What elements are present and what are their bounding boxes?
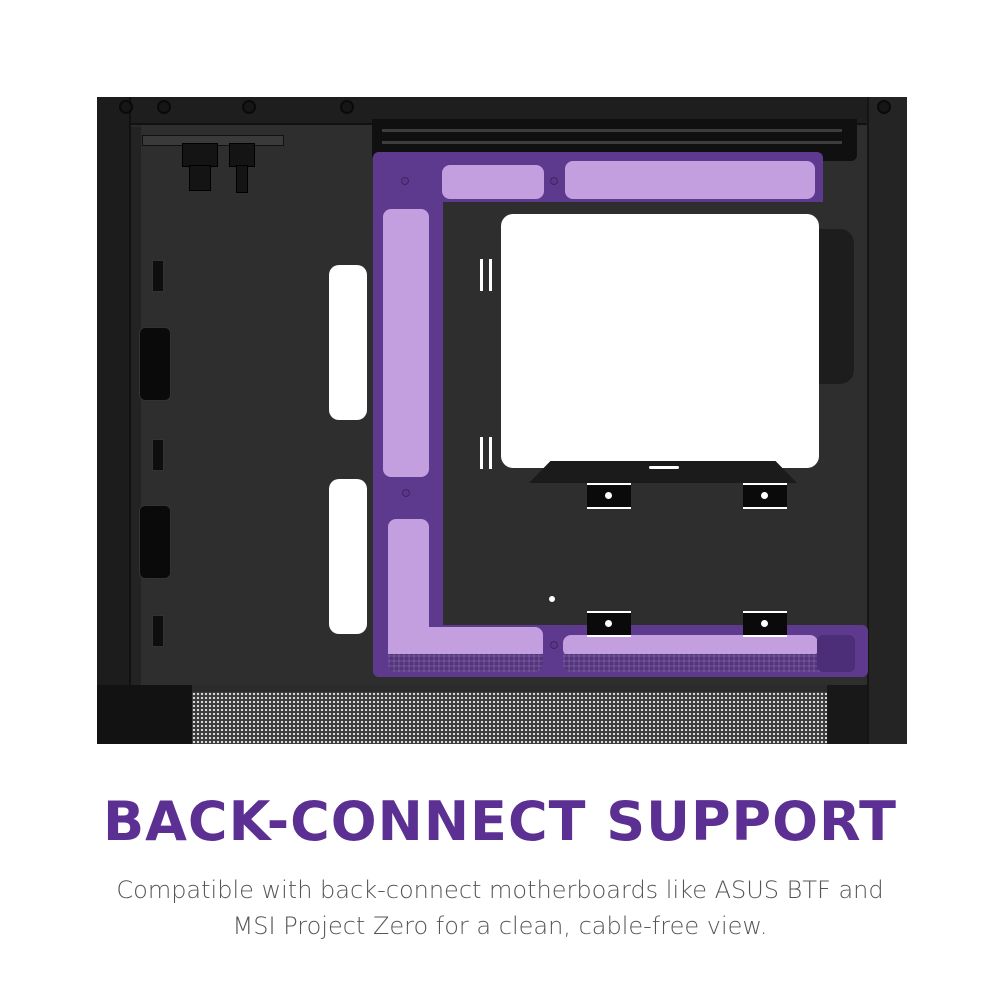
mount-hole <box>401 177 409 185</box>
case-bottom-right <box>827 685 867 744</box>
screw-icon <box>119 100 133 114</box>
motherboard-cutout <box>501 214 819 468</box>
tray-cover-pad <box>565 161 815 199</box>
power-connector-icon <box>189 165 211 191</box>
button-connector-icon <box>236 165 248 193</box>
ledge-marker <box>649 466 679 469</box>
cable-grommet-slot <box>139 327 171 401</box>
feature-description: Compatible with back-connect motherboard… <box>0 872 1000 944</box>
mount-hole <box>550 177 558 185</box>
tie-point-slot <box>152 260 164 292</box>
tray-cover-pad <box>388 627 543 657</box>
cable-cutout <box>329 265 367 420</box>
tray-vent-grid <box>563 654 853 672</box>
gpu-standoff <box>743 611 787 637</box>
tray-corner-shadow <box>817 635 855 672</box>
motherboard-ledge <box>529 461 797 483</box>
screw-icon <box>877 100 891 114</box>
product-render-pc-case <box>97 97 907 744</box>
case-right-frame <box>867 97 907 744</box>
case-bottom-left <box>97 685 192 744</box>
gpu-standoff <box>587 611 631 637</box>
tray-cover-pad <box>563 635 818 657</box>
button-connector-icon <box>229 143 255 167</box>
tie-point-slot <box>152 439 164 471</box>
tie-clip <box>480 259 483 291</box>
mount-hole <box>402 489 410 497</box>
psu-shroud-mesh <box>192 692 827 744</box>
tie-clip <box>480 437 483 469</box>
feature-headline: BACK-CONNECT SUPPORT <box>102 790 897 853</box>
gpu-standoff <box>743 483 787 509</box>
screw-icon <box>340 100 354 114</box>
cable-grommet-slot <box>139 505 171 579</box>
tray-cover-pad <box>383 209 429 477</box>
power-connector-icon <box>182 143 218 167</box>
tie-point-slot <box>152 615 164 647</box>
screw-icon <box>242 100 256 114</box>
tray-vent-grid <box>388 654 543 672</box>
case-left-frame <box>97 97 131 744</box>
mount-hole <box>550 641 558 649</box>
description-line-1: Compatible with back-connect motherboard… <box>116 876 884 904</box>
gpu-standoff <box>587 483 631 509</box>
tie-clip <box>489 259 492 291</box>
case-left-rail <box>131 127 141 744</box>
screw-icon <box>157 100 171 114</box>
tray-cover-pad <box>442 165 544 199</box>
tie-clip <box>489 437 492 469</box>
cable-cutout <box>329 479 367 634</box>
description-line-2: MSI Project Zero for a clean, cable-free… <box>232 912 768 940</box>
mount-hole-white <box>549 596 555 602</box>
